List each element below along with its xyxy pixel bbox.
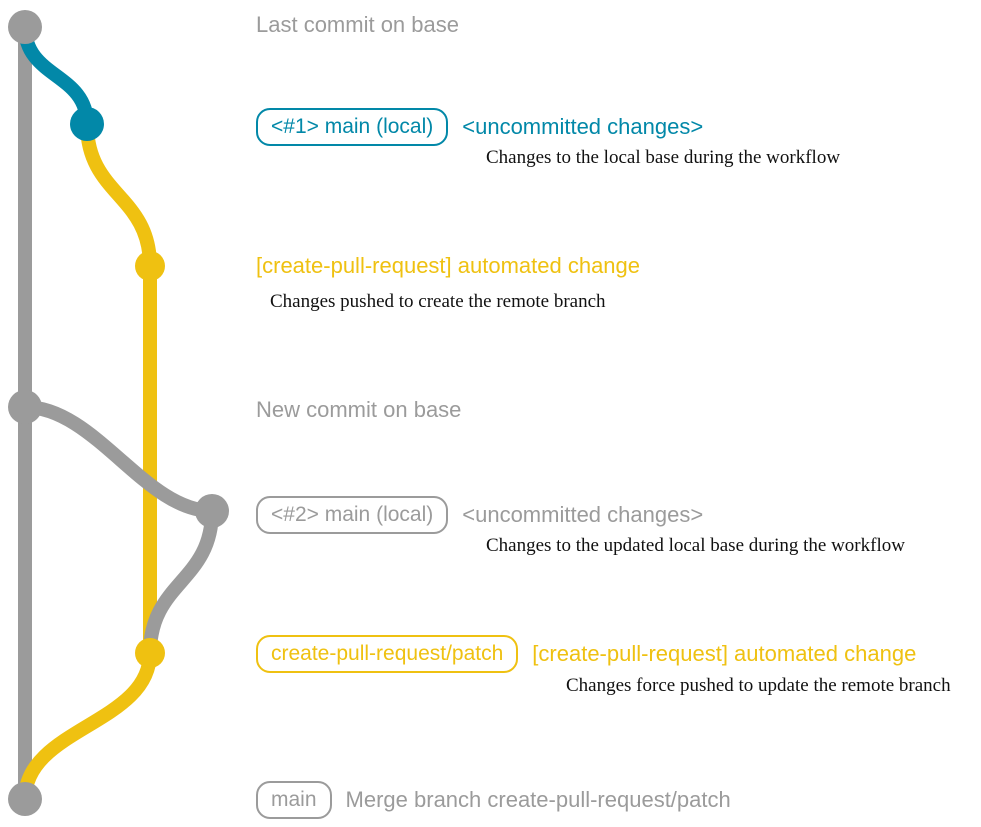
commit-node-new-base[interactable]: [8, 390, 42, 424]
commit-node-local-2[interactable]: [195, 494, 229, 528]
ref-badge-main-local-2[interactable]: <#2> main (local): [256, 496, 449, 534]
edge-base-to-local-1: [18, 20, 94, 131]
commit-node-local-1[interactable]: [70, 107, 104, 141]
commit-row-new-base: New commit on base: [256, 399, 461, 421]
ref-badge-main-local-1[interactable]: <#1> main (local): [256, 108, 449, 146]
commit-row-automated-2: create-pull-request/patch [create-pull-r…: [256, 635, 916, 673]
ref-badge-create-pull-request-patch[interactable]: create-pull-request/patch: [256, 635, 519, 673]
commit-row-local-2: <#2> main (local) <uncommitted changes>: [256, 496, 703, 534]
edge-base-to-local-2: [18, 400, 219, 518]
commit-row-merge: main Merge branch create-pull-request/pa…: [256, 781, 731, 819]
commit-subject: Merge branch create-pull-request/patch: [345, 787, 731, 812]
commit-subject: <uncommitted changes>: [462, 502, 704, 527]
commit-subject: <uncommitted changes>: [462, 114, 704, 139]
commit-node-automated-1[interactable]: [135, 251, 165, 281]
ref-badge-main[interactable]: main: [256, 781, 332, 819]
commit-description: Changes to the local base during the wor…: [486, 147, 841, 168]
commit-subject: Last commit on base: [256, 12, 459, 37]
commit-description: Changes force pushed to update the remot…: [566, 675, 951, 696]
commit-subject: [create-pull-request] automated change: [256, 253, 641, 278]
commit-subject: New commit on base: [256, 397, 462, 422]
commit-node-last-base[interactable]: [8, 10, 42, 44]
edge-patch-2-to-merge: [18, 646, 157, 806]
commit-row-automated-1: [create-pull-request] automated change: [256, 255, 640, 277]
edge-local-1-to-patch-1: [80, 117, 157, 273]
commit-description: Changes to the updated local base during…: [486, 535, 905, 556]
commit-row-local-1: <#1> main (local) <uncommitted changes>: [256, 108, 703, 146]
commit-description: Changes pushed to create the remote bran…: [270, 291, 606, 312]
edge-local-2-to-patch-2: [143, 504, 219, 660]
commit-subject: [create-pull-request] automated change: [532, 641, 917, 666]
commit-row-last-base: Last commit on base: [256, 14, 459, 36]
commit-node-automated-2[interactable]: [135, 638, 165, 668]
commit-node-merge[interactable]: [8, 782, 42, 816]
